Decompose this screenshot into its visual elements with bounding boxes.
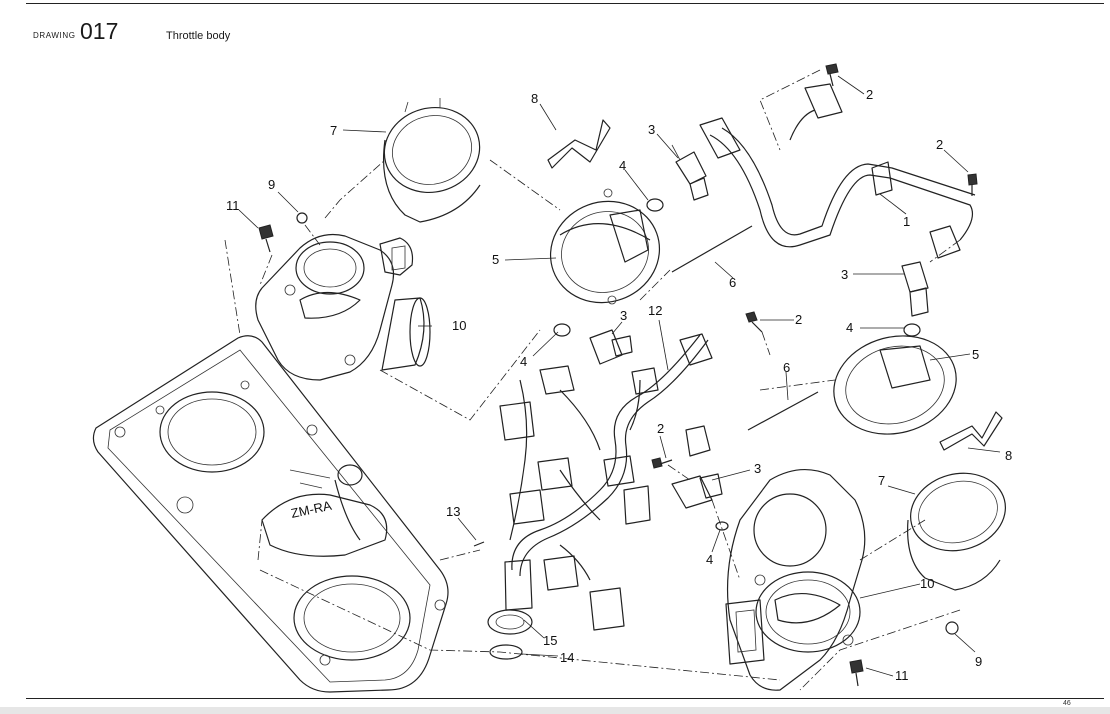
flange-5-right (833, 335, 957, 435)
callout-1: 1 (903, 214, 910, 229)
screw-2-d (651, 457, 673, 469)
leader-lines (238, 75, 1001, 677)
callout-11-left: 11 (226, 198, 240, 213)
callout-2-c: 2 (795, 312, 802, 327)
flange-5-top (549, 188, 661, 305)
adapter-6-left (382, 98, 481, 223)
callout-7-right: 6 (783, 360, 790, 375)
callout-9-right: 9 (975, 654, 982, 669)
screw-11-left (258, 224, 274, 253)
o-ring-14 (489, 644, 523, 660)
footer-rule (26, 698, 1104, 699)
callout-5-top: 5 (492, 252, 499, 267)
injector-3-lower (671, 425, 723, 509)
callout-2-d: 2 (657, 421, 664, 436)
drawing-number: 017 (80, 18, 119, 44)
callout-8-top: 8 (531, 91, 538, 106)
header-rule (26, 3, 1104, 4)
screw-2-c (745, 311, 763, 333)
injector-3-middle (589, 329, 633, 365)
washer-9-right (945, 621, 959, 635)
sensor-15 (487, 559, 533, 635)
callout-7-top: 6 (729, 275, 736, 290)
o-ring-4-middle (553, 323, 571, 337)
drawing-label: DRAWING (33, 31, 76, 40)
callout-4-top: 4 (619, 158, 626, 173)
callout-12: 12 (648, 303, 662, 318)
washer-9-left (296, 212, 308, 224)
callout-4-middle: 4 (520, 354, 527, 369)
spring-clip-8-top (547, 119, 611, 169)
callout-14: 14 (560, 650, 574, 665)
o-ring-4-right (903, 323, 921, 337)
callout-2-b: 2 (936, 137, 943, 152)
assembly-lines (224, 69, 961, 691)
screw-2-a (825, 63, 839, 87)
callout-3-middle: 3 (620, 308, 627, 323)
wiring-harness-12 (499, 333, 713, 631)
adapter-6-right (907, 472, 1006, 591)
rod-7-top (671, 225, 753, 273)
throttle-body-left (255, 233, 431, 381)
callout-4-right: 4 (846, 320, 853, 335)
callout-8-right: 8 (1005, 448, 1012, 463)
callout-6-left: 7 (330, 123, 337, 138)
page-number: 46 (1063, 700, 1071, 707)
injector-3-right (901, 261, 929, 317)
callout-10-left: 10 (452, 318, 466, 333)
o-ring-4-top (646, 198, 664, 212)
rod-7-right (747, 391, 819, 431)
manifold-stamp: ZM-RA (290, 498, 334, 521)
callout-6-right: 7 (878, 473, 885, 488)
drawing-title: Throttle body (166, 30, 231, 42)
screw-11-right (849, 659, 864, 687)
clip-13 (473, 541, 485, 547)
callout-labels: 7 9 11 8 3 4 5 6 2 2 1 3 4 5 2 6 8 7 10 … (226, 87, 1012, 683)
callout-15: 15 (543, 633, 557, 648)
callout-3-top: 3 (648, 122, 655, 137)
callout-2-a: 2 (866, 87, 873, 102)
throttle-body-right (725, 468, 866, 691)
callout-3-right: 3 (841, 267, 848, 282)
callout-11-right: 11 (895, 668, 909, 683)
spring-clip-8-right (939, 411, 1003, 451)
callout-13: 13 (446, 504, 460, 519)
screw-2-b (967, 173, 978, 196)
callout-4-lower: 4 (706, 552, 713, 567)
footer-bar (0, 707, 1110, 714)
callout-10-right: 10 (920, 576, 934, 591)
callout-9-left: 9 (268, 177, 275, 192)
fuel-hose-1 (699, 83, 976, 259)
o-ring-4-lower (715, 521, 729, 531)
callout-5-right: 5 (972, 347, 979, 362)
callout-3-lower: 3 (754, 461, 761, 476)
intake-manifold: ZM-RA (92, 335, 449, 693)
injector-3-top (671, 144, 709, 201)
